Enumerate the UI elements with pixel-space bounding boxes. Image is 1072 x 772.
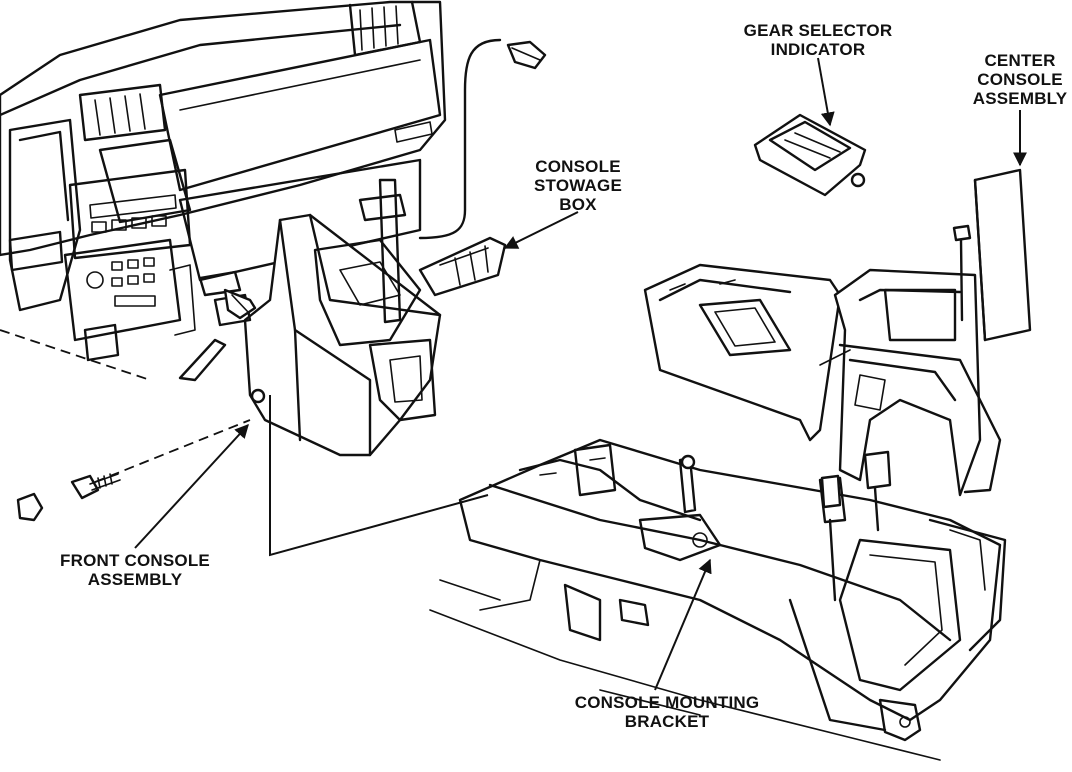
- svg-text:BRACKET: BRACKET: [625, 712, 710, 731]
- svg-text:ASSEMBLY: ASSEMBLY: [973, 89, 1068, 108]
- svg-text:CONSOLE MOUNTING: CONSOLE MOUNTING: [575, 693, 760, 712]
- screw-and-plug: [16, 473, 121, 522]
- label-console-stowage-box: CONSOLE STOWAGE BOX: [534, 157, 622, 214]
- gear-selector-indicator: [753, 113, 867, 197]
- leader-lines: [134, 57, 1027, 691]
- svg-text:INDICATOR: INDICATOR: [771, 40, 866, 59]
- instrument-panel: [0, 0, 447, 381]
- label-console-mounting-bracket: CONSOLE MOUNTING BRACKET: [575, 693, 760, 731]
- label-gear-selector-indicator: GEAR SELECTOR INDICATOR: [744, 21, 893, 59]
- console-mounting-bracket: [429, 438, 1007, 761]
- label-front-console-assembly: FRONT CONSOLE ASSEMBLY: [60, 551, 210, 589]
- front-console-assembly: [79, 178, 442, 489]
- svg-text:GEAR SELECTOR: GEAR SELECTOR: [744, 21, 893, 40]
- console-stowage-box: [418, 236, 507, 297]
- svg-text:CONSOLE: CONSOLE: [977, 70, 1062, 89]
- svg-text:BOX: BOX: [559, 195, 597, 214]
- center-console-assembly: [643, 168, 1032, 497]
- svg-text:ASSEMBLY: ASSEMBLY: [88, 570, 183, 589]
- svg-text:STOWAGE: STOWAGE: [534, 176, 622, 195]
- svg-text:CONSOLE: CONSOLE: [535, 157, 620, 176]
- screw-top: [418, 38, 547, 240]
- svg-text:CENTER: CENTER: [984, 51, 1055, 70]
- label-center-console-assembly: CENTER CONSOLE ASSEMBLY: [973, 51, 1068, 108]
- svg-text:FRONT CONSOLE: FRONT CONSOLE: [60, 551, 210, 570]
